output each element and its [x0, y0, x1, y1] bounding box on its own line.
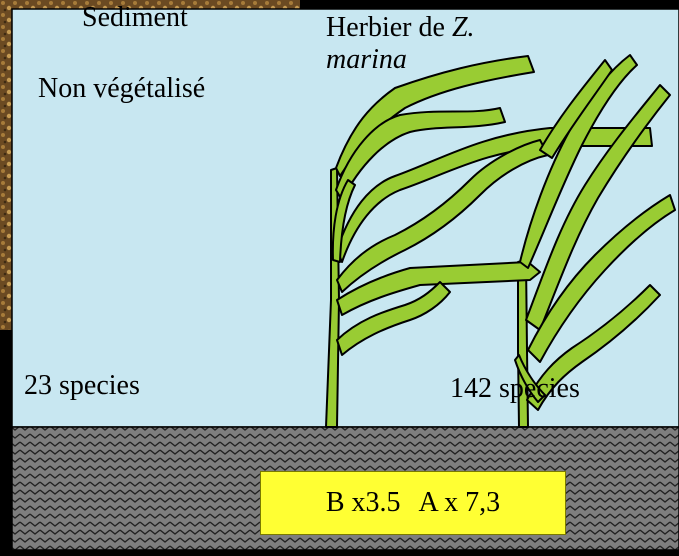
- non-vegetated-label: Non végétalisé: [38, 73, 205, 105]
- species-count-seagrass: 142 species: [450, 373, 580, 405]
- ratio-highlight-box: B x3.5 A x 7,3: [260, 471, 566, 535]
- species-count-unvegetated: 23 species: [24, 370, 140, 402]
- zostera-meadow-label: Herbier de Z. marina: [326, 12, 475, 76]
- sediment-label: Sediment: [82, 2, 188, 34]
- abundance-ratio: A x 7,3: [419, 487, 501, 519]
- herbier-prefix: Herbier de: [326, 12, 452, 43]
- species-name-line2: marina: [326, 44, 407, 75]
- biomass-ratio: B x3.5: [326, 487, 401, 519]
- species-name-line1: Z.: [452, 12, 475, 43]
